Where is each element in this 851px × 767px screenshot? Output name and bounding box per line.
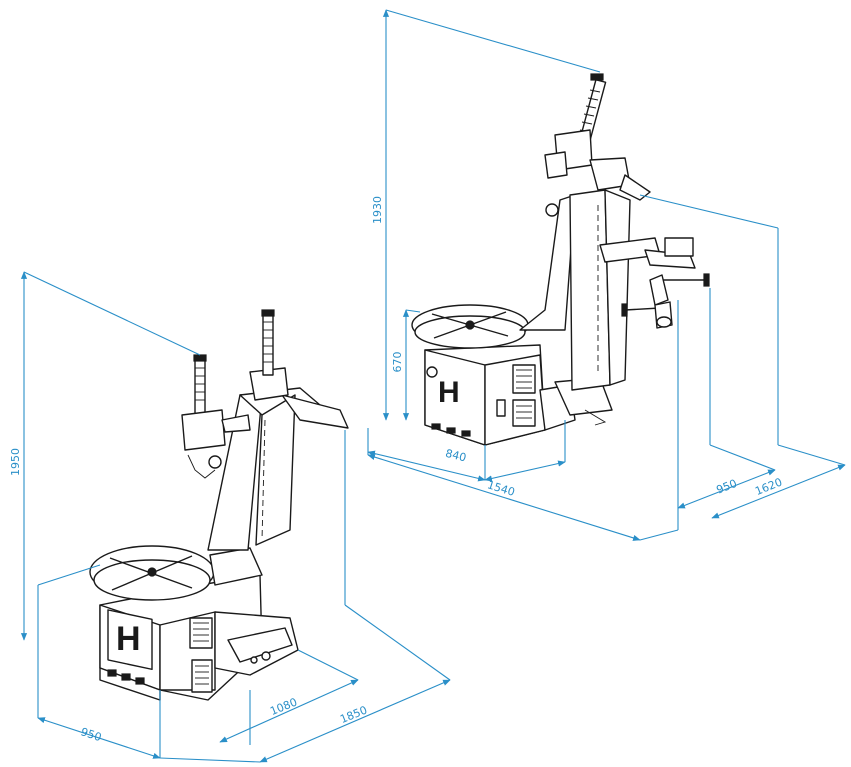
right-overall-label: 1620	[753, 475, 784, 498]
left-depth-label: 1080	[268, 695, 299, 718]
left-height-label: 1950	[9, 448, 22, 476]
right-tire-changer: H	[411, 73, 710, 446]
right-depth-label: 1540	[486, 478, 517, 499]
left-width-label: 950	[79, 725, 103, 744]
left-tire-changer: H	[89, 309, 349, 701]
right-helper-arm	[599, 237, 710, 329]
left-helper-arm	[181, 354, 251, 479]
left-side-vents	[189, 617, 213, 693]
right-arm-offset-label: 950	[715, 477, 739, 497]
right-dimensions: 1930 670 840 1540 950 1620	[367, 9, 846, 541]
right-width-label: 840	[444, 447, 468, 465]
right-side-vents	[512, 364, 536, 427]
right-turntable-jaws	[431, 311, 509, 339]
right-table-height-label: 670	[391, 352, 404, 373]
right-height-label: 1930	[371, 196, 384, 224]
right-logo-h: H	[438, 376, 460, 409]
left-turntable-jaws	[109, 555, 193, 591]
left-logo-h: H	[116, 620, 141, 658]
left-screw-rod-1	[261, 309, 275, 376]
left-overall-label: 1850	[338, 703, 369, 726]
